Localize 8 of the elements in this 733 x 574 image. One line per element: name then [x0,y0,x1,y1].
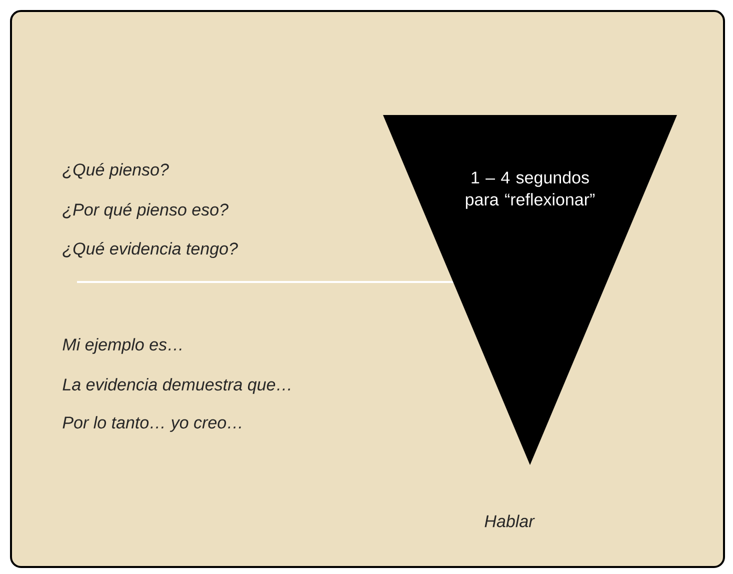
prompt-text: Mi ejemplo es… [62,338,182,354]
prompt-text: ¿Qué pienso? [62,162,169,180]
prompt-text: ¿Por qué pienso eso? [62,202,228,220]
prompt-text: La evidencia demuestra que… [62,378,290,394]
prompt-text: ¿Qué evidencia tengo? [62,242,238,258]
funnel-triangle: 1 – 4 segundos para “reflexionar” [383,115,677,465]
prompt-text: Hablar [484,514,535,528]
prompt-text: Por lo tanto… yo creo… [62,416,241,432]
